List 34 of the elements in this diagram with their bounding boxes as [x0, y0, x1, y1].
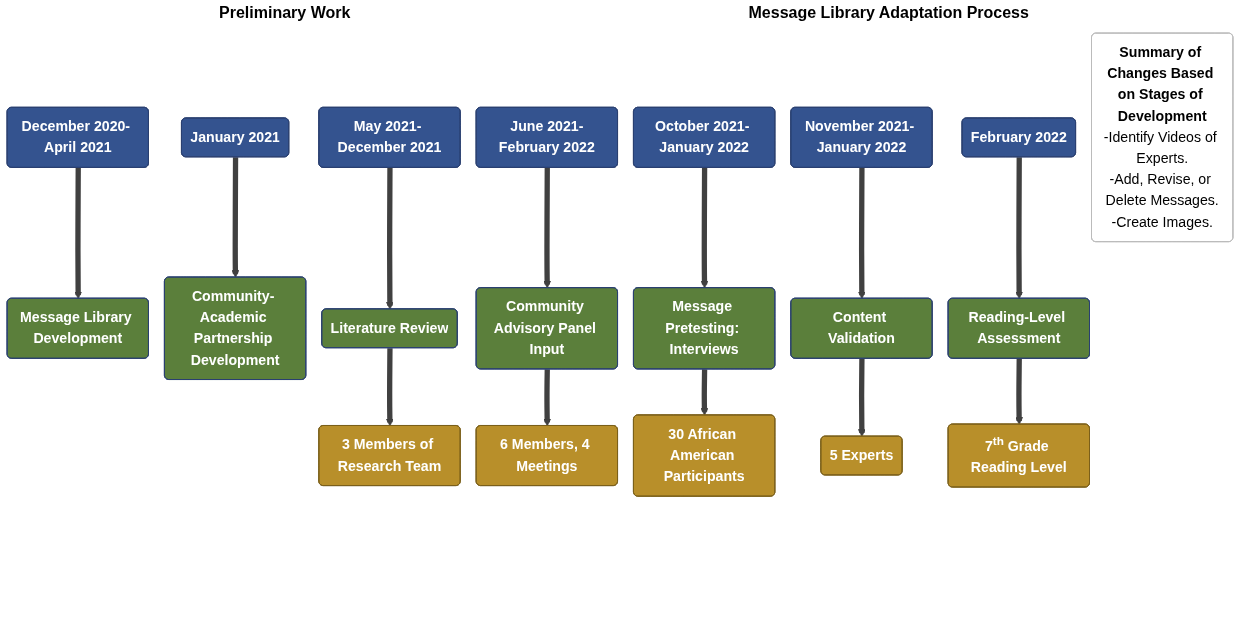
- date-box: May 2021- December 2021: [318, 106, 461, 168]
- date-box: February 2022: [961, 117, 1077, 158]
- arrow: [231, 157, 240, 278]
- date-box: November 2021- January 2022: [790, 106, 933, 168]
- summary-box: Summary of Changes Based on Stages of Development -Identify Videos of Experts. -Add, Revise, or Delete Messages. -Create Images.: [1091, 32, 1234, 243]
- result-box: 5 Experts: [820, 435, 903, 476]
- date-box: June 2021-February 2022: [475, 106, 618, 168]
- result-box: 3 Members of Research Team: [318, 425, 461, 487]
- stage-box: Reading-Level Assessment: [947, 297, 1090, 359]
- arrow: [857, 167, 866, 299]
- arrow: [700, 369, 709, 416]
- section-heading: Message Library Adaptation Process: [748, 4, 1029, 22]
- stage-box: Community Advisory Panel Input: [475, 287, 618, 370]
- stage-box: Content Validation: [790, 297, 933, 359]
- stage-box: Message Pretesting: Interviews: [633, 287, 776, 370]
- result-box: 30 African American Participants: [633, 414, 776, 497]
- result-box: 7$^{th}$ Grade Reading Level: [947, 423, 1090, 488]
- stage-box: Literature Review: [321, 308, 458, 349]
- arrow: [74, 167, 83, 299]
- arrow: [1015, 358, 1023, 425]
- arrow: [857, 358, 866, 437]
- section-heading: Preliminary Work: [219, 4, 351, 22]
- arrow: [386, 167, 394, 310]
- date-box: October 2021- January 2022: [633, 106, 776, 168]
- date-box: December 2020- April 2021: [6, 106, 149, 168]
- arrow: [543, 369, 552, 427]
- arrow: [385, 348, 394, 427]
- arrow: [1015, 157, 1024, 299]
- stage-box: Message Library Development: [6, 297, 149, 359]
- arrow: [700, 167, 709, 289]
- result-box: 6 Members, 4 Meetings: [475, 425, 618, 487]
- arrow: [543, 167, 552, 289]
- date-box: January 2021: [181, 117, 290, 158]
- stage-box: Community- Academic Partnership Development: [163, 276, 307, 380]
